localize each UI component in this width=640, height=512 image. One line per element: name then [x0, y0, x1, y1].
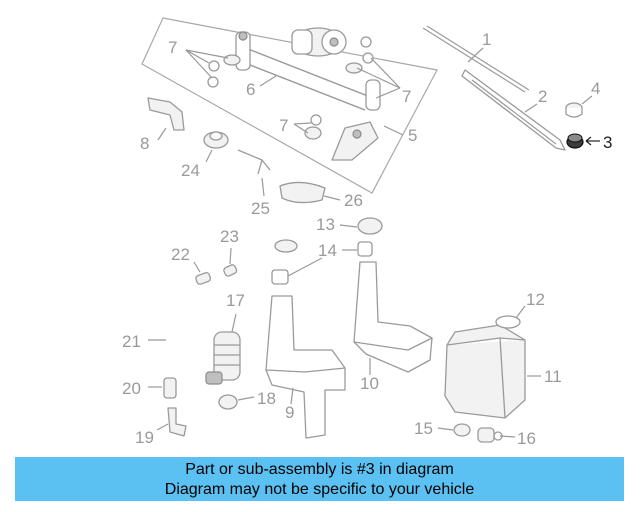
callout-5: 5	[408, 126, 417, 145]
callout-2: 2	[538, 87, 547, 106]
callout-23: 23	[220, 227, 239, 246]
callout-24: 24	[181, 161, 200, 180]
callout-20: 20	[122, 379, 141, 398]
callout-11: 11	[544, 367, 562, 386]
pump-grommet	[218, 394, 238, 410]
callout-10: 10	[360, 374, 379, 393]
banner-part-line: Part or sub-assembly is #3 in diagram	[185, 461, 454, 478]
check-valves	[195, 264, 238, 285]
mounting-plate	[331, 121, 379, 161]
bushing-set	[207, 36, 374, 140]
callout-26: 26	[344, 191, 363, 210]
callout-22: 22	[171, 245, 190, 264]
callout-14: 14	[318, 241, 337, 260]
level-sensor	[477, 427, 503, 443]
wiper-arm-nut	[566, 133, 584, 149]
hose-coupler	[163, 377, 177, 399]
hose-elbow	[167, 407, 187, 437]
wiper-linkage	[235, 31, 381, 111]
parts-diagram: 1 2 3 4 5 6 7 7 7 8 9 10 11 12 13 14 15 …	[122, 17, 612, 448]
callout-7c: 7	[279, 116, 288, 135]
callout-25: 25	[251, 199, 270, 218]
callout-4: 4	[591, 79, 600, 98]
callout-19: 19	[135, 428, 154, 447]
grommet	[203, 131, 229, 149]
washer-reservoir-right	[353, 261, 433, 373]
callout-8: 8	[140, 134, 149, 153]
o-ring	[495, 315, 521, 329]
hose-connector	[237, 149, 271, 175]
filler-cap	[453, 423, 471, 437]
nut-cover	[565, 102, 583, 118]
washer-hose	[166, 290, 187, 366]
callout-13: 13	[316, 215, 335, 234]
washer-reservoir-left	[265, 295, 346, 439]
washer-pump	[205, 331, 241, 385]
leader-lines	[148, 47, 600, 438]
callout-16: 16	[517, 429, 536, 448]
callout-7a: 7	[168, 38, 177, 57]
callout-15: 15	[414, 419, 433, 438]
callout-9: 9	[285, 403, 294, 422]
wiper-blade-and-arm	[422, 25, 566, 151]
callout-12: 12	[526, 290, 545, 309]
callout-18: 18	[257, 389, 276, 408]
wiper-motor	[291, 27, 347, 57]
washer-nozzle-upper	[279, 181, 326, 204]
linkage-assembly-box	[141, 17, 438, 194]
callout-6: 6	[246, 80, 255, 99]
callout-17: 17	[226, 291, 245, 310]
bracket	[147, 97, 185, 131]
info-banner: Part or sub-assembly is #3 in diagram Di…	[15, 457, 624, 501]
callout-7b: 7	[402, 87, 411, 106]
washer-reservoir-main	[444, 324, 526, 419]
seal-parts	[271, 217, 383, 285]
callout-3: 3	[603, 133, 612, 152]
banner-disclaimer-line: Diagram may not be specific to your vehi…	[164, 481, 475, 498]
callout-1: 1	[482, 30, 491, 49]
callout-21: 21	[122, 332, 141, 351]
